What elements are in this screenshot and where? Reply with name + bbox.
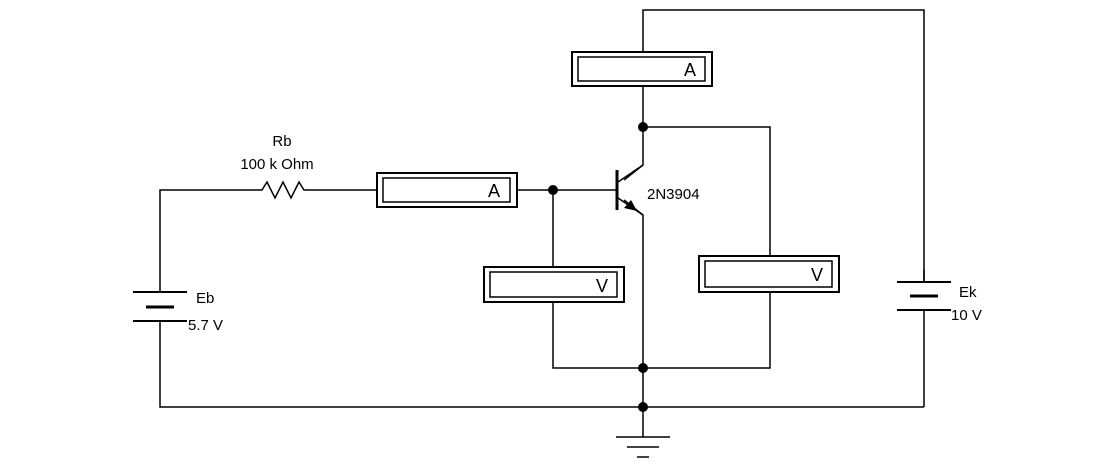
battery-ek: Ek 10 V <box>897 270 982 324</box>
wires <box>159 9 925 437</box>
transistor-2n3904: 2N3904 <box>615 164 700 216</box>
wire-vbe-to-emitter-node <box>552 302 643 369</box>
ammeter-base-unit: A <box>488 181 500 201</box>
transistor-model-label: 2N3904 <box>647 186 700 203</box>
rb-value-label: 100 k Ohm <box>240 156 313 173</box>
wire-vce-to-emitter-node <box>643 292 771 369</box>
eb-name-label: Eb <box>196 290 214 307</box>
ammeter-collector[interactable]: A <box>571 51 713 87</box>
voltmeter-be-unit: V <box>596 276 608 296</box>
ek-name-label: Ek <box>959 284 977 301</box>
wire-eb-to-ground-rail <box>159 332 924 408</box>
junctions <box>548 122 648 412</box>
junction-emitter <box>638 363 648 373</box>
rb-name-label: Rb <box>272 133 291 150</box>
ground-symbol <box>616 436 670 458</box>
emitter-arrow <box>624 200 637 211</box>
junction-base <box>548 185 558 195</box>
wire-rb-to-eb <box>159 189 255 292</box>
wire-ek-top-rail <box>642 9 925 282</box>
ek-value-label: 10 V <box>951 307 982 324</box>
voltmeter-ce-unit: V <box>811 265 823 285</box>
ammeter-base[interactable]: A <box>376 172 518 208</box>
battery-eb: Eb 5.7 V <box>133 290 223 334</box>
ammeter-collector-unit: A <box>684 60 696 80</box>
junction-ground-rail <box>638 402 648 412</box>
resistor-rb: Rb 100 k Ohm <box>240 133 314 200</box>
wire-emitter-lead <box>623 199 644 368</box>
resistor-zigzag <box>255 180 310 200</box>
eb-value-label: 5.7 V <box>188 317 223 334</box>
wire-collector-to-vce <box>643 126 771 256</box>
voltmeter-be[interactable]: V <box>483 266 625 303</box>
junction-collector <box>638 122 648 132</box>
voltmeter-ce[interactable]: V <box>698 255 840 293</box>
